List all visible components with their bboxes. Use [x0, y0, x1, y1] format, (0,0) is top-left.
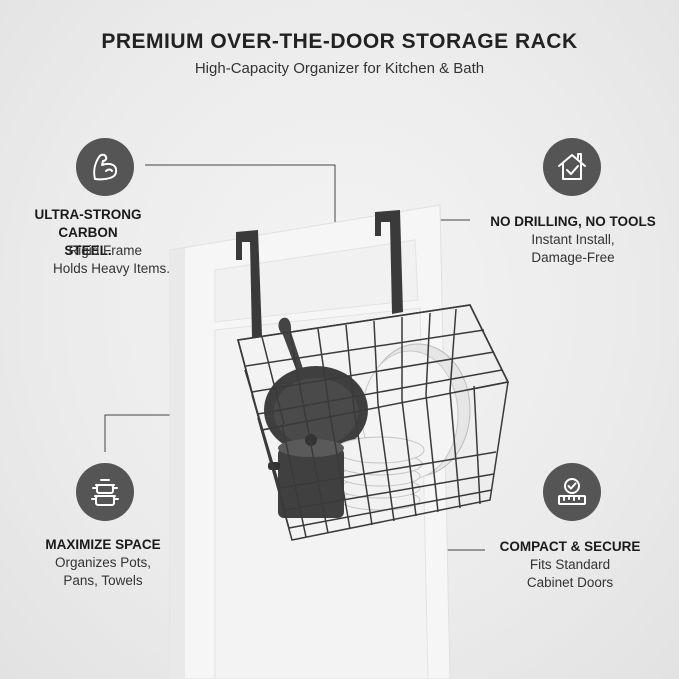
- feature-secure: COMPACT & SECURE Fits Standard Cabinet D…: [480, 538, 660, 592]
- feature-strength-line-2: Holds Heavy Items.: [52, 261, 170, 276]
- feature-space-line-2: Pans, Towels: [63, 573, 143, 588]
- feature-strength-desc: Rigid Frame Holds Heavy Items.: [20, 242, 170, 278]
- basket-contents: [264, 317, 471, 518]
- feature-install-line-1: Instant Install,: [531, 232, 615, 247]
- feature-install: NO DRILLING, NO TOOLS Instant Install, D…: [478, 213, 668, 267]
- feature-strength-heading-1: ULTRA-STRONG: [34, 207, 142, 222]
- feature-space-line-1: Organizes Pots,: [54, 555, 152, 570]
- flexed-arm-icon: [76, 138, 134, 196]
- house-check-icon: [543, 138, 601, 196]
- feature-strength-heading-2: CARBON STEEL.: [58, 225, 118, 258]
- feature-strength: ULTRA-STRONG CARBON STEEL.: [34, 206, 142, 260]
- feature-secure-heading: COMPACT & SECURE: [499, 539, 641, 554]
- feature-secure-line-2: Cabinet Doors: [526, 575, 614, 590]
- feature-secure-line-1: Fits Standard: [529, 557, 611, 572]
- feature-install-line-2: Damage-Free: [531, 250, 615, 265]
- ruler-check-icon: [543, 463, 601, 521]
- page-title: PREMIUM OVER-THE-DOOR STORAGE RACK: [101, 30, 578, 53]
- feature-install-heading: NO DRILLING, NO TOOLS: [490, 214, 656, 229]
- page-subtitle: High-Capacity Organizer for Kitchen & Ba…: [194, 60, 485, 77]
- feature-space-heading: MAXIMIZE SPACE: [45, 537, 161, 552]
- wire-basket-front: [237, 304, 509, 541]
- feature-strength-line-1: Rigid Frame: [68, 243, 142, 258]
- feature-space: MAXIMIZE SPACE Organizes Pots, Pans, Tow…: [28, 536, 178, 590]
- stacked-pots-icon: [76, 463, 134, 521]
- door-hooks: [236, 210, 403, 338]
